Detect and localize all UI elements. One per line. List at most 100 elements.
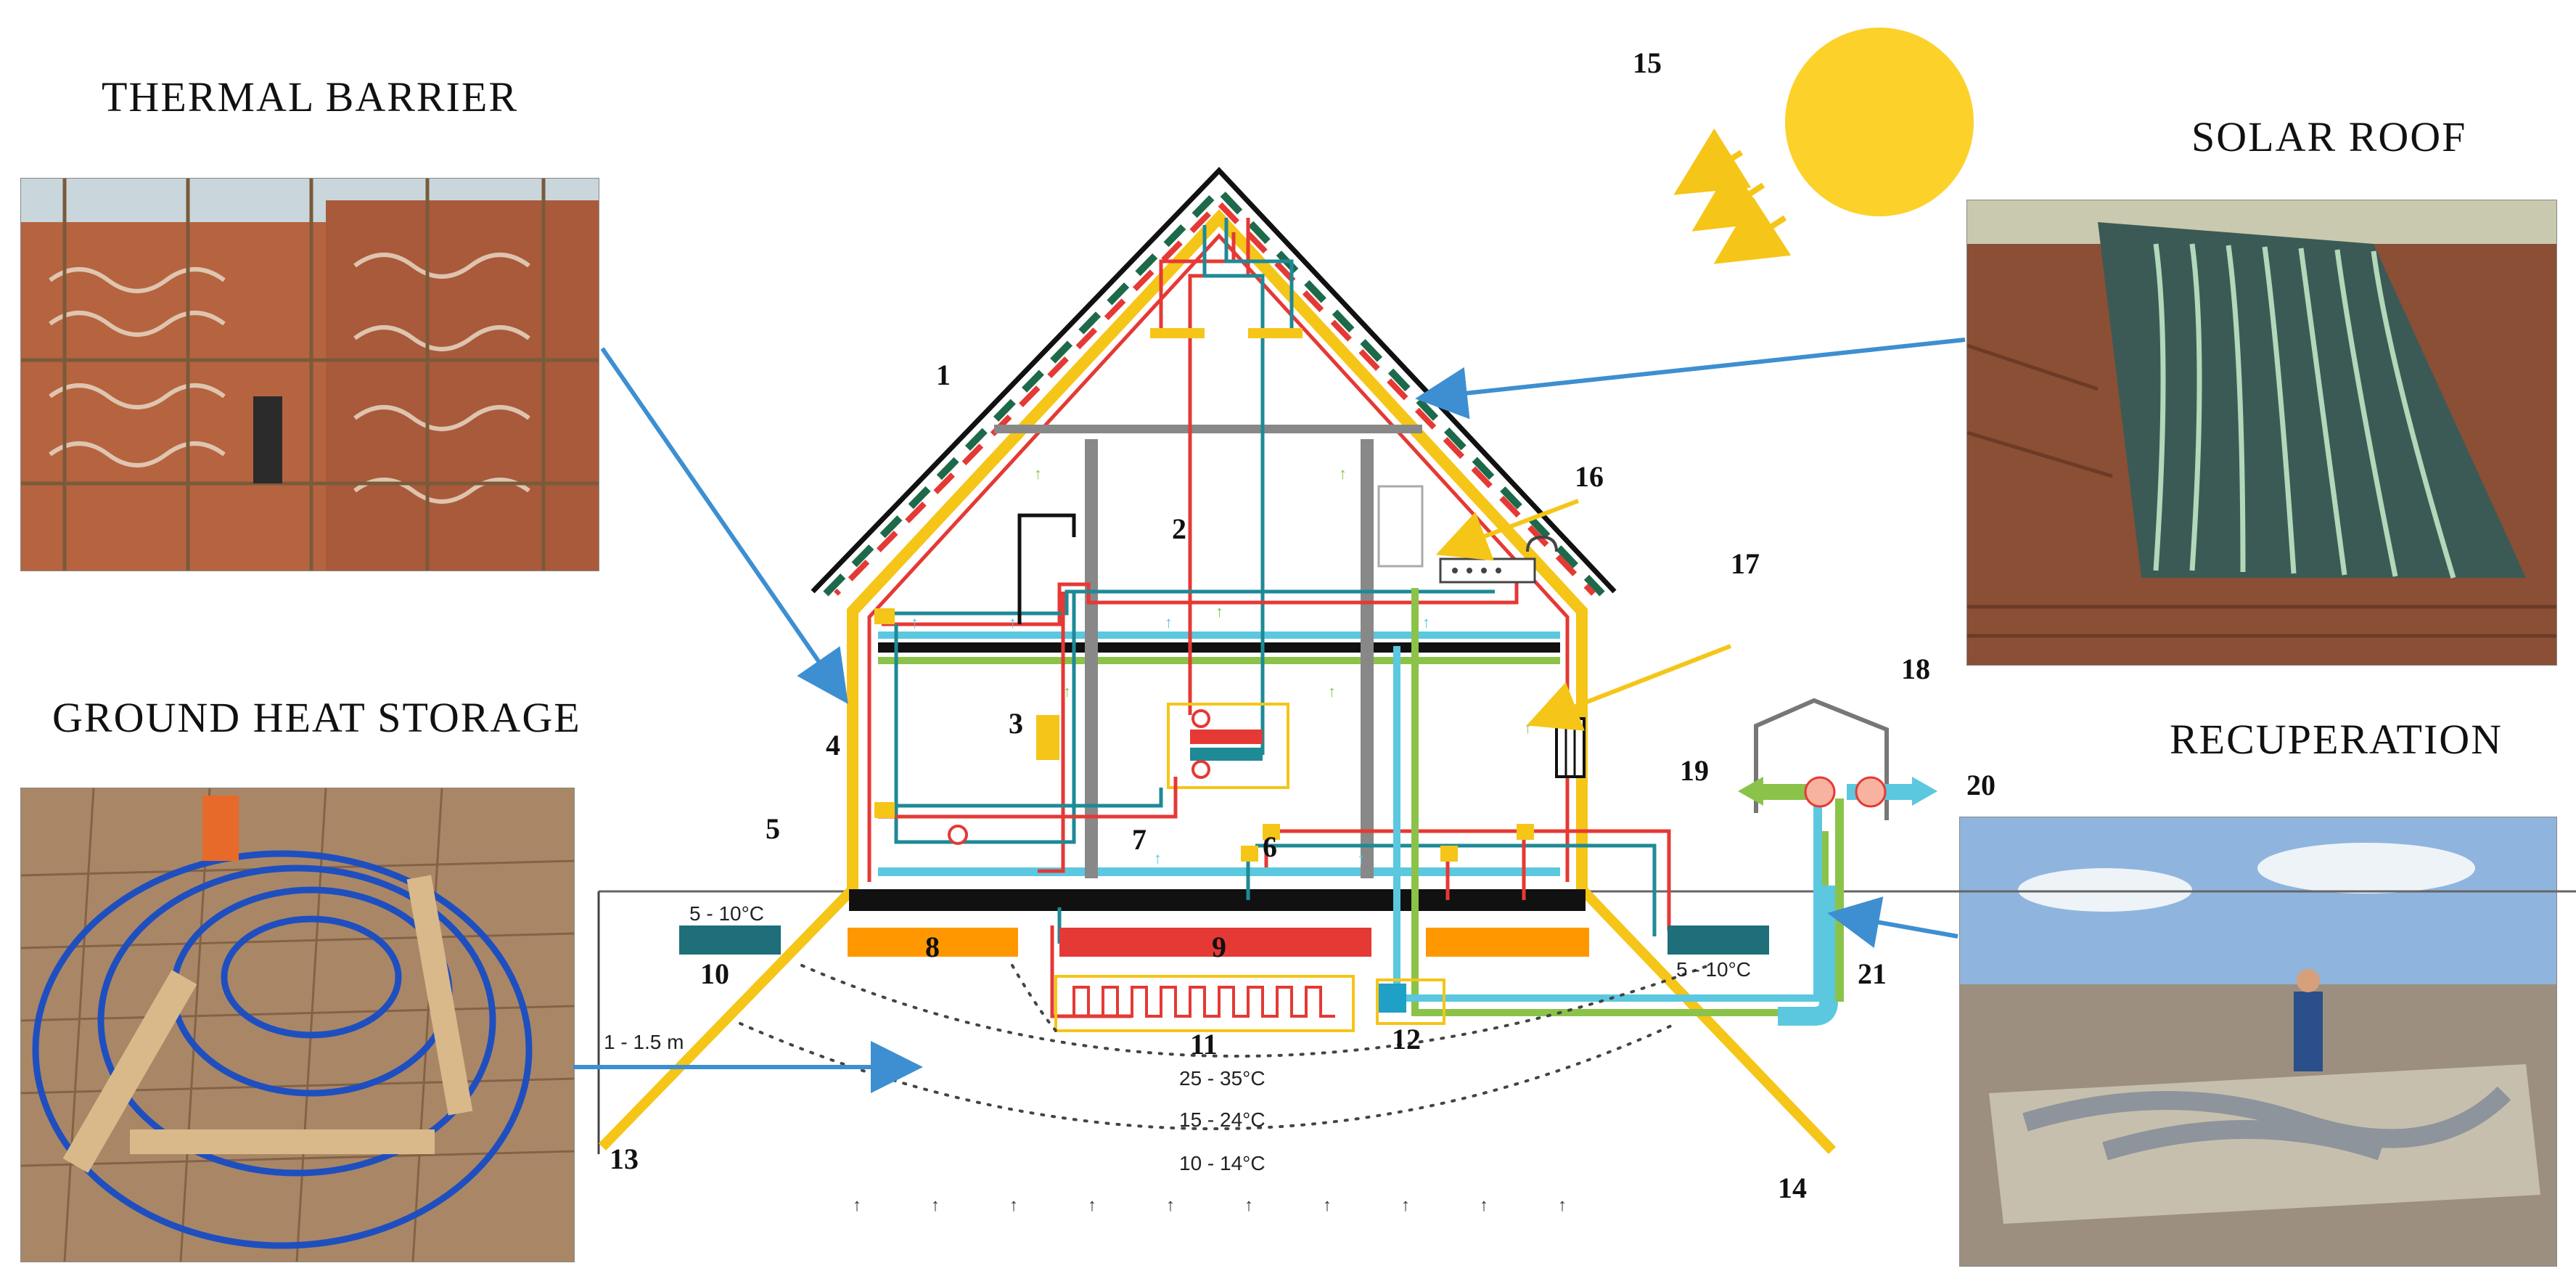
svg-text:↑: ↑: [1328, 682, 1336, 700]
title-ground-heat-storage: GROUND HEAT STORAGE: [52, 694, 581, 741]
label-2: 2: [1172, 512, 1186, 545]
svg-text:↑: ↑: [1323, 1196, 1332, 1215]
recuperator-housing: [1754, 698, 1889, 820]
attic-floor: [994, 425, 1422, 433]
label-11: 11: [1190, 1028, 1218, 1061]
label-6: 6: [1263, 830, 1277, 863]
label-9: 9: [1212, 931, 1226, 963]
svg-text:↑: ↑: [1357, 849, 1365, 867]
label-1: 1: [936, 359, 951, 391]
fan-icon: [1804, 776, 1836, 808]
pump-icon: [948, 825, 968, 845]
ground-heat-storage-photo: [20, 788, 575, 1262]
label-4: 4: [826, 729, 840, 761]
label-5: 5: [766, 812, 780, 845]
label-15: 15: [1633, 46, 1662, 79]
storage-tank-hot: [1190, 730, 1263, 744]
svg-text:↑: ↑: [1422, 613, 1430, 632]
label-7: 7: [1132, 823, 1147, 856]
sun-ray: [1673, 128, 1752, 195]
roof-outline: [811, 166, 1617, 594]
ground-tank-right: [1668, 925, 1769, 955]
svg-text:↑: ↑: [1166, 1196, 1175, 1215]
sun-ray: [1713, 197, 1792, 264]
ground-tank-left: [679, 925, 781, 955]
title-recuperation: RECUPERATION: [2170, 716, 2503, 763]
sun-ray: [1691, 164, 1770, 232]
wall-distributor: [874, 802, 895, 818]
svg-text:↑: ↑: [931, 1196, 940, 1215]
zone-temp-inner: 25 - 35°C: [1179, 1067, 1266, 1090]
svg-text:↑: ↑: [911, 613, 919, 632]
tank-temp-left: 5 - 10°C: [689, 902, 764, 925]
label-8: 8: [925, 931, 940, 963]
storage-orange-right: [1426, 928, 1589, 957]
thermal-barrier-photo: [20, 178, 599, 571]
label-10: 10: [700, 957, 729, 990]
attic-exchanger-hot: [1150, 328, 1205, 338]
sun-icon: [1785, 28, 1974, 216]
distributor-box: [1263, 824, 1280, 840]
ground-coil-frame: [1054, 975, 1355, 1032]
distributor-box: [1241, 846, 1258, 862]
roof-extension-left: [598, 886, 857, 1151]
interior-column: [1361, 439, 1374, 878]
label-13: 13: [610, 1143, 639, 1175]
pointer-room: [1526, 644, 1732, 731]
recuperation-photo: [1959, 817, 2557, 1267]
label-17: 17: [1731, 547, 1760, 580]
distributor-box: [1440, 846, 1458, 862]
svg-text:↑: ↑: [1009, 1196, 1018, 1215]
label-14: 14: [1778, 1172, 1807, 1204]
window: [1555, 717, 1586, 778]
pump-icon: [1191, 760, 1210, 779]
svg-text:↑: ↑: [1401, 1196, 1410, 1215]
svg-text:↑: ↑: [1558, 1196, 1567, 1215]
label-18: 18: [1901, 653, 1930, 685]
foundation-slab: [849, 889, 1586, 911]
zone-temp-outer: 10 - 14°C: [1179, 1152, 1266, 1174]
storage-red-center: [1059, 928, 1371, 957]
intake-arrow-blue: [1912, 777, 1937, 806]
air-duct-lower: [878, 867, 1560, 876]
floor-slab: [878, 642, 1560, 653]
exhaust-arrow-green: [1738, 777, 1763, 806]
svg-text:↑: ↑: [1215, 602, 1223, 621]
solar-roof-photo: [1966, 200, 2557, 666]
label-3: 3: [1009, 707, 1023, 740]
pointer-kitchen: [1435, 499, 1580, 561]
storage-orange-left: [848, 928, 1018, 957]
svg-text:↑: ↑: [1034, 465, 1042, 483]
wall-distributor: [874, 608, 895, 624]
storage-tank-cold: [1190, 748, 1263, 761]
label-21: 21: [1858, 957, 1887, 990]
distributor-box: [1517, 824, 1534, 840]
label-19: 19: [1680, 754, 1709, 787]
ground-coil: [1072, 986, 1335, 1018]
temp-zone-inner: [800, 964, 1710, 1058]
svg-text:↑: ↑: [1088, 1196, 1096, 1215]
pointer-solar-roof: [1415, 338, 1966, 420]
svg-text:↑: ↑: [1339, 465, 1347, 483]
storage-tank-frame: [1167, 703, 1289, 789]
wall-heat-panel: [1036, 715, 1059, 760]
pointer-thermal-barrier: [600, 347, 848, 704]
svg-text:↑: ↑: [1165, 613, 1173, 632]
tank-temp-right: 5 - 10°C: [1676, 958, 1751, 981]
label-12: 12: [1392, 1023, 1421, 1055]
air-duct-upper: [878, 632, 1560, 639]
interior-column: [1085, 439, 1098, 878]
label-16: 16: [1575, 460, 1604, 493]
title-thermal-barrier: THERMAL BARRIER: [102, 73, 519, 120]
floor-heating-green: [878, 657, 1560, 664]
attic-exchanger-cold: [1248, 328, 1303, 338]
svg-text:↑: ↑: [853, 1196, 861, 1215]
recuperation-duct: [1778, 886, 1838, 1026]
roof-extension-right: [1578, 886, 1837, 1154]
title-solar-roof: SOLAR ROOF: [2191, 113, 2467, 160]
faucet-icon: [1526, 535, 1558, 552]
svg-text:↑: ↑: [1480, 1196, 1488, 1215]
svg-text:↑: ↑: [1524, 719, 1532, 737]
svg-text:↑: ↑: [1244, 1196, 1253, 1215]
